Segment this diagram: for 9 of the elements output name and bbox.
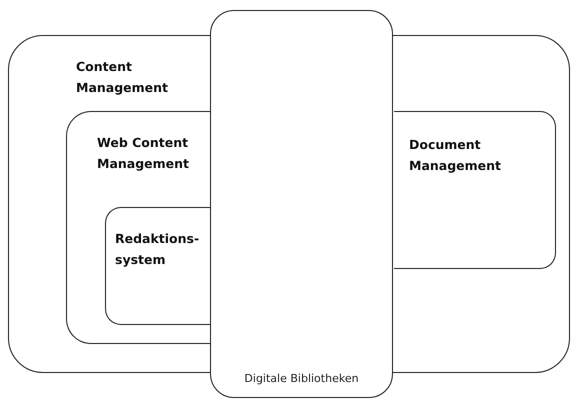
box-label: Content Management [76, 58, 170, 97]
box-label: Redaktions- system [115, 230, 200, 269]
box-label: Web Content Management [97, 134, 190, 173]
box-label: Digitale Bibliotheken [243, 370, 360, 386]
box-label: Document Management [409, 136, 502, 175]
rounded-box [66, 111, 211, 344]
rounded-box [210, 10, 393, 398]
rounded-box [394, 111, 556, 269]
rounded-box [105, 207, 212, 325]
